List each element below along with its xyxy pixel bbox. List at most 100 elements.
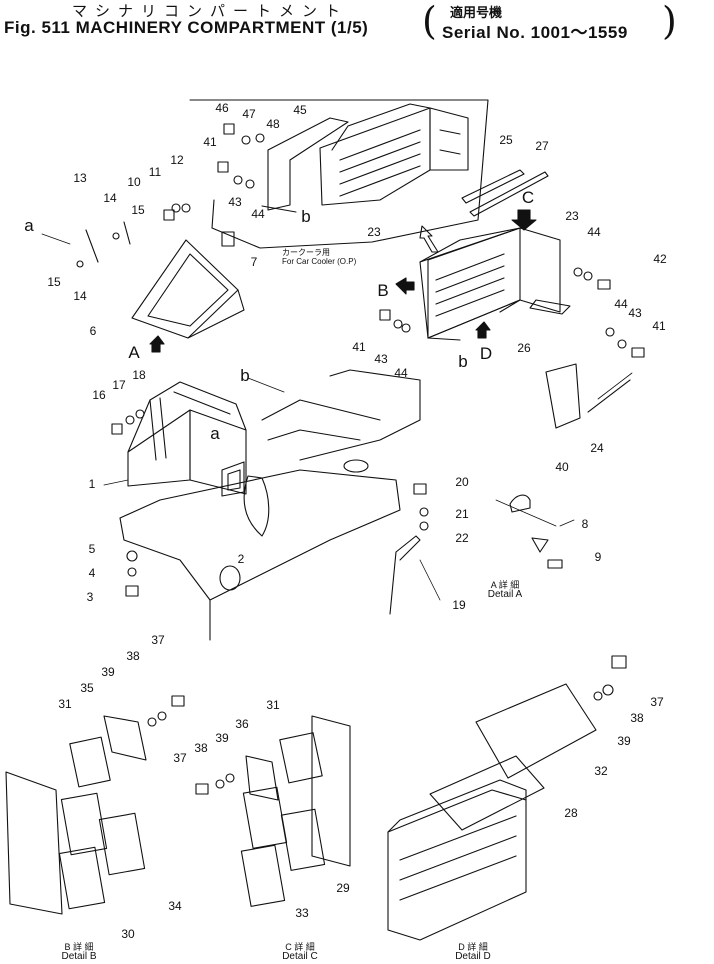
callout-21: 21	[455, 507, 469, 521]
callout-33: 33	[295, 906, 309, 920]
figure-title: Fig. 511 MACHINERY COMPARTMENT (1/5)	[4, 18, 369, 37]
callout-38-c: 38	[194, 741, 208, 755]
detail-a-japanese: A 詳 細	[490, 580, 520, 590]
callout-43-right: 43	[628, 306, 642, 320]
callout-42: 42	[653, 252, 667, 266]
callout-31-b: 31	[58, 697, 72, 711]
callout-34: 34	[168, 899, 182, 913]
detail-c-japanese: C 詳 細	[285, 942, 315, 952]
car-cooler-note: カークーラ用 For Car Cooler (O.P)	[282, 248, 356, 266]
callout-28: 28	[564, 806, 578, 820]
callout-4: 4	[88, 566, 96, 580]
callout-14-bottom: 14	[73, 289, 87, 303]
callout-41-inset: 41	[203, 135, 217, 149]
leader-lines	[41, 233, 633, 601]
callout-20: 20	[455, 475, 469, 489]
seal-strips-25-27	[461, 169, 549, 217]
car-cooler-note-japanese: カークーラ用	[282, 248, 330, 257]
car-cooler-note-english: For Car Cooler (O.P)	[282, 257, 357, 266]
callout-47: 47	[242, 107, 256, 121]
callout-41-left: 41	[352, 340, 366, 354]
callout-36: 36	[235, 717, 249, 731]
detail-d-japanese: D 詳 細	[458, 942, 488, 952]
callout-12: 12	[170, 153, 184, 167]
battery-box-part-1	[127, 381, 247, 497]
serial-label-japanese: 適用号機	[450, 5, 503, 20]
callout-23-inset: 23	[367, 225, 381, 239]
callout-48: 48	[266, 117, 280, 131]
callout-39-b: 39	[101, 665, 115, 679]
car-cooler-inset-frame	[189, 99, 489, 249]
callout-1: 1	[88, 477, 96, 491]
callout-5: 5	[88, 542, 96, 556]
detail-c-drawing	[195, 715, 351, 907]
serial-range: Serial No. 1001～1559	[442, 23, 628, 42]
callout-15-top: 15	[131, 203, 145, 217]
callout-31-c: 31	[266, 698, 280, 712]
letter-b-inset: b	[301, 207, 311, 226]
callout-44-left: 44	[394, 366, 408, 380]
car-cooler-box-part-23	[267, 103, 469, 211]
callout-19: 19	[452, 598, 466, 612]
serial-range-box: ( 適用号機 Serial No. 1001～1559 )	[422, 0, 677, 42]
callout-44-inset: 44	[251, 207, 265, 221]
callout-15-bottom: 15	[47, 275, 61, 289]
plate-part-24	[545, 363, 631, 429]
callout-25: 25	[499, 133, 513, 147]
callout-16: 16	[92, 388, 106, 402]
callout-8: 8	[581, 517, 589, 531]
callout-32: 32	[594, 764, 608, 778]
callout-44-top-right: 44	[587, 225, 601, 239]
letter-b-center: b	[240, 366, 250, 385]
top-cover-part-6	[131, 231, 245, 339]
inset-fasteners	[217, 123, 297, 213]
callout-13: 13	[73, 171, 87, 185]
callout-44-right: 44	[614, 297, 628, 311]
letter-b-right: b	[458, 352, 468, 371]
callout-27: 27	[535, 139, 549, 153]
callout-10: 10	[127, 175, 141, 189]
left-paren-icon: (	[422, 0, 437, 43]
left-fasteners	[76, 203, 191, 597]
detail-c-english: Detail C	[282, 951, 318, 962]
callout-43-left: 43	[374, 352, 388, 366]
callout-41-right: 41	[652, 319, 666, 333]
callout-37-d: 37	[650, 695, 664, 709]
callout-26: 26	[517, 341, 531, 355]
view-direction-arrows	[149, 209, 537, 353]
callout-3: 3	[86, 590, 94, 604]
callout-9: 9	[594, 550, 602, 564]
callout-39-c: 39	[215, 731, 229, 745]
detail-d-caption: D 詳 細 Detail D	[455, 942, 491, 962]
callout-43-inset: 43	[228, 195, 242, 209]
callout-18: 18	[132, 368, 146, 382]
callout-38-b: 38	[126, 649, 140, 663]
detail-d-english: Detail D	[455, 951, 491, 962]
detail-d-drawing	[387, 655, 627, 941]
callout-46: 46	[215, 101, 229, 115]
callout-17: 17	[112, 378, 126, 392]
machine-frame	[119, 369, 421, 641]
callout-45: 45	[293, 103, 307, 117]
letter-a-left: a	[24, 216, 34, 235]
callout-2: 2	[237, 552, 245, 566]
letter-a-center: a	[210, 424, 220, 443]
cooler-box-part-23	[419, 227, 571, 341]
callout-35: 35	[80, 681, 94, 695]
callout-6: 6	[89, 324, 97, 338]
letter-A: A	[128, 343, 140, 362]
callout-11: 11	[148, 165, 162, 179]
detail-a-english: Detail A	[487, 589, 523, 600]
detail-a-caption: A 詳 細 Detail A	[488, 580, 522, 600]
letter-C-right: C	[521, 188, 535, 207]
cooler-box-fasteners	[379, 267, 645, 358]
bracket-part-19	[389, 483, 563, 615]
callout-22: 22	[455, 531, 469, 545]
letter-B: B	[377, 281, 389, 300]
callout-30: 30	[121, 927, 135, 941]
title-japanese: マシナリコンパートメント	[71, 3, 348, 20]
callout-23-main: 23	[565, 209, 579, 223]
callout-38-d: 38	[630, 711, 644, 725]
